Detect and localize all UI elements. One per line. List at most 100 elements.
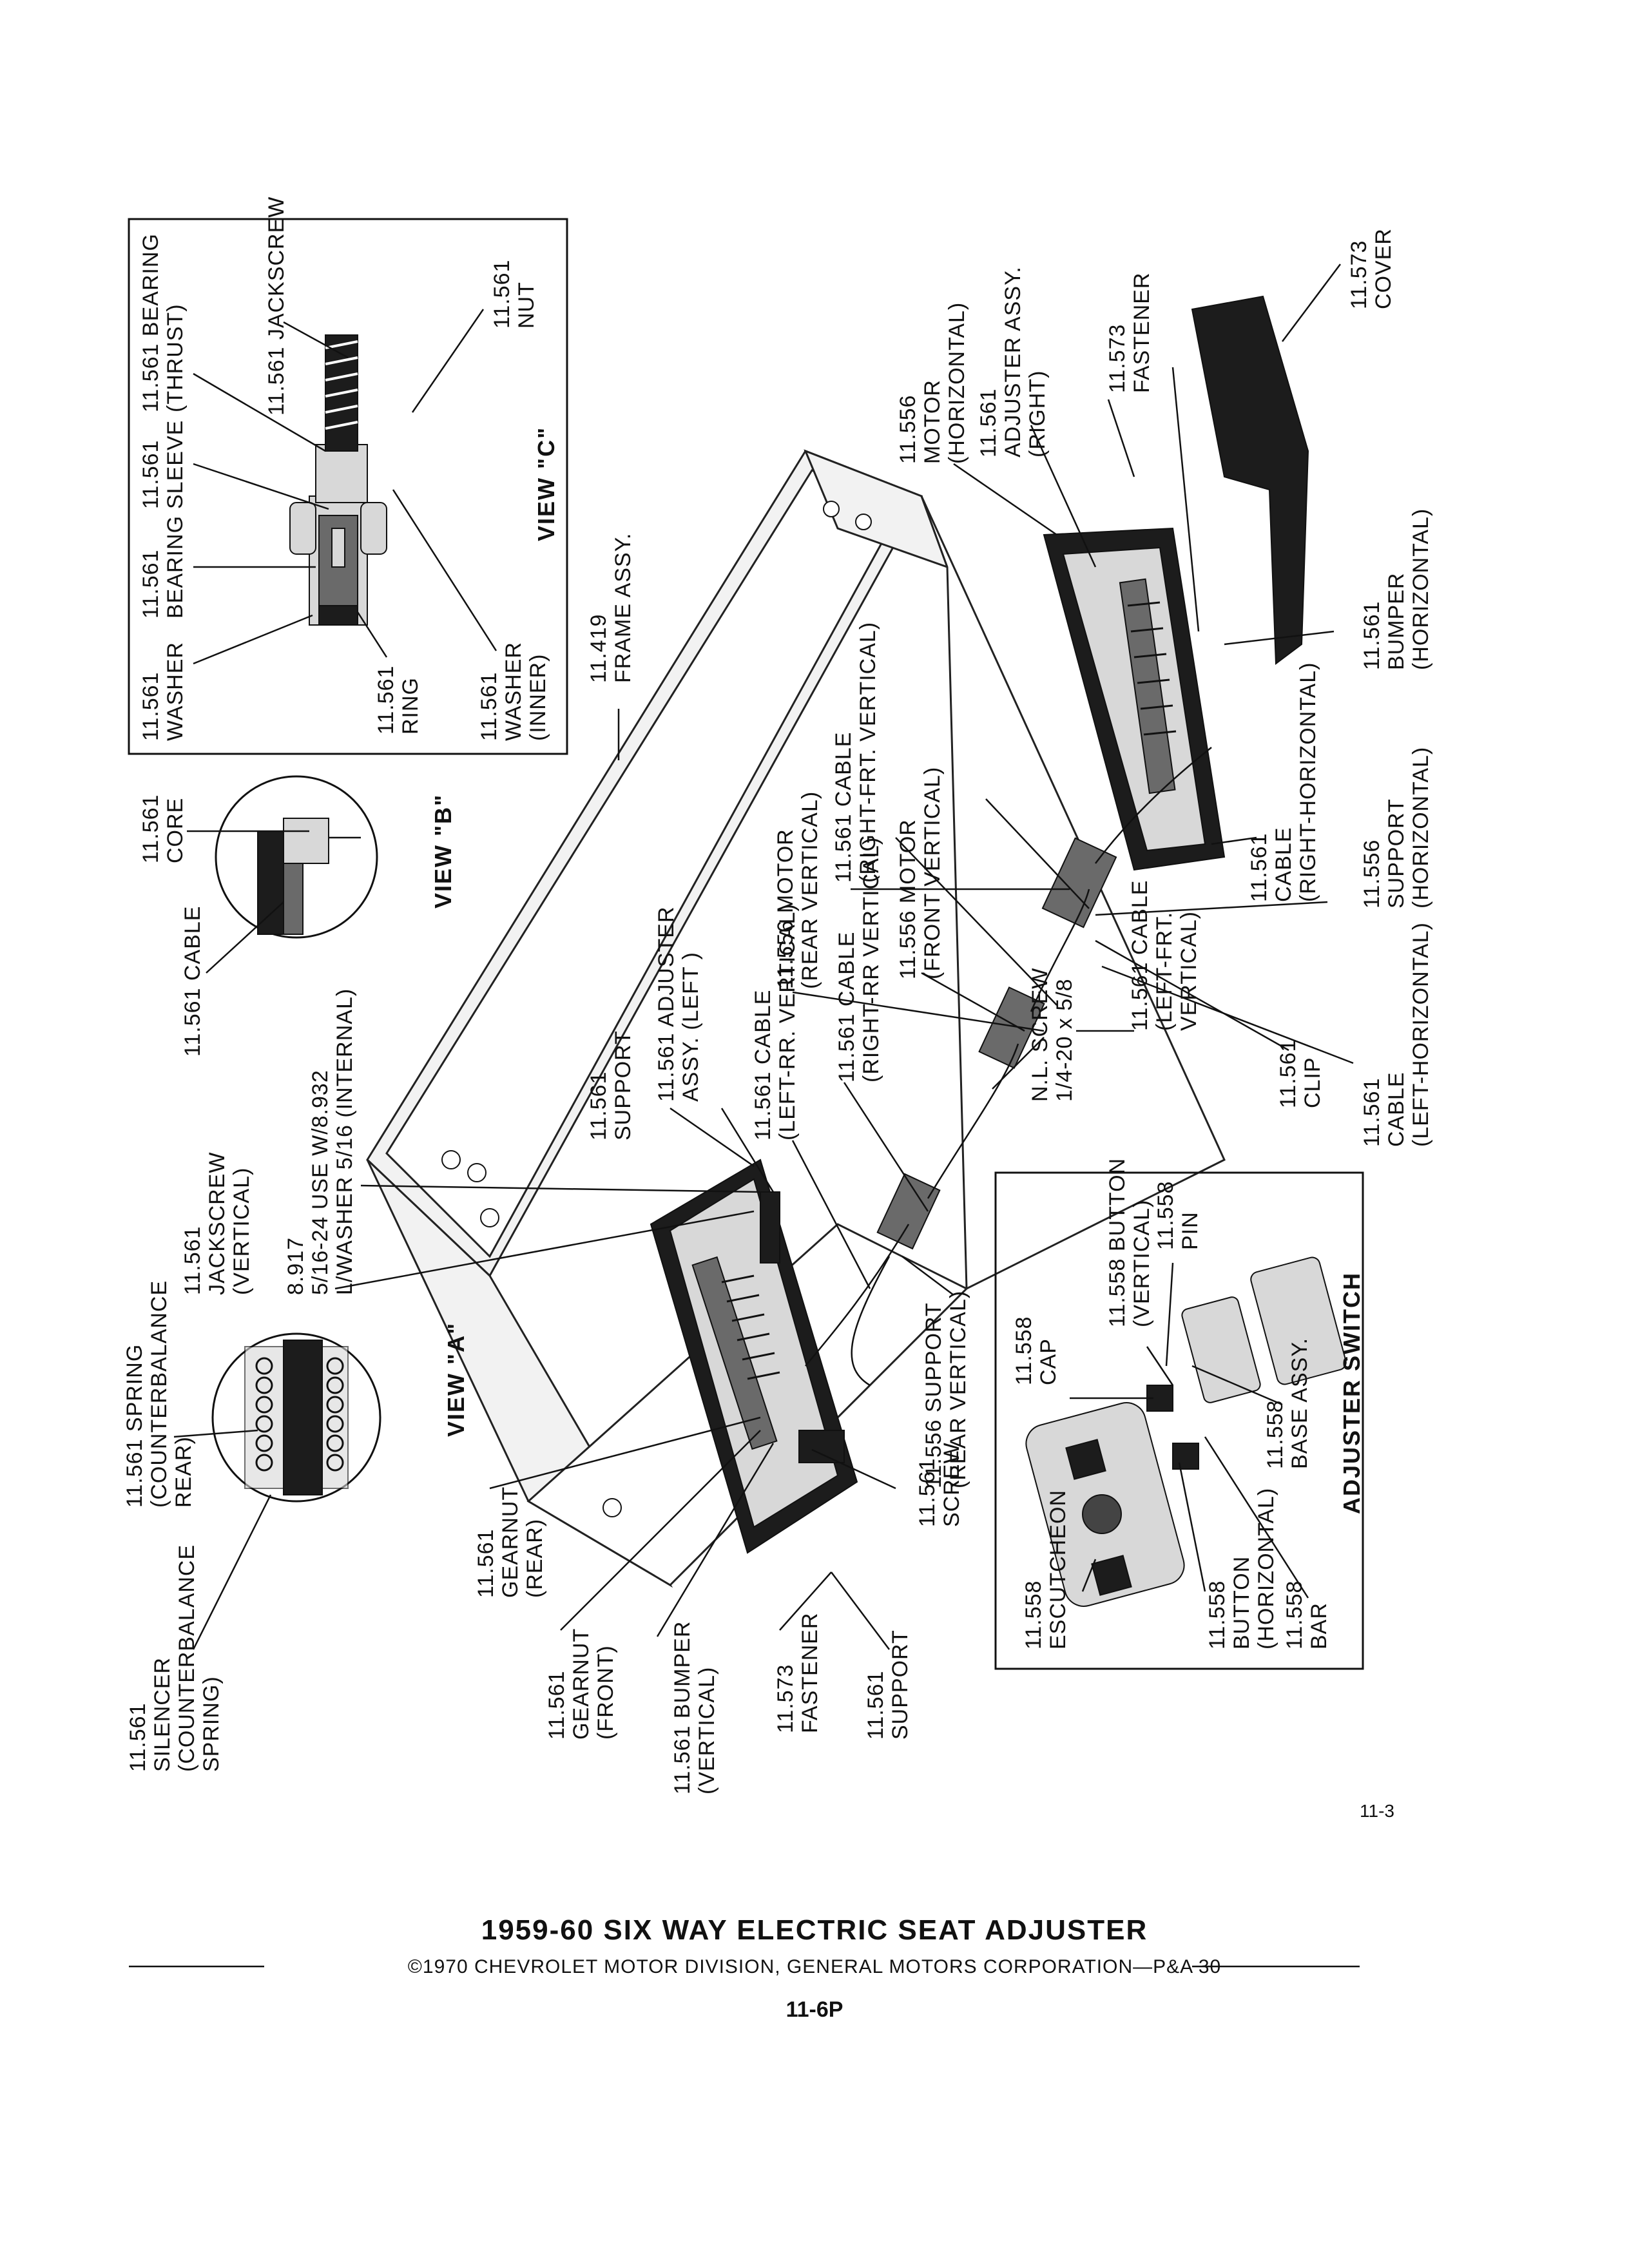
label-view-c-labels-jackscrew: 11.561 JACKSCREW [264, 197, 289, 416]
label-view-c-labels-washer-inner: 11.561WASHER(INNER) [477, 642, 550, 741]
label-line: 1/4-20 x 5/8 [1052, 978, 1077, 1102]
label-line: SLEEVE [163, 420, 188, 509]
label-main-labels-motor-rear: 11.556 MOTOR(REAR VERTICAL) [773, 791, 822, 989]
label-line: 11.561 [545, 1671, 569, 1740]
small-page-number: 11-3 [1360, 1801, 1394, 1821]
label-main-labels-cable-left-frt: 11.561 CABLE(LEFT-FRT.VERTICAL) [1128, 880, 1201, 1031]
main-leader-lines [334, 264, 1354, 1650]
label-line: 11.561 [1276, 1039, 1300, 1108]
label-line: (RIGHT-FRT. VERTICAL) [856, 622, 880, 883]
label-line: WASHER [163, 642, 188, 741]
view-b-cable-illustration [257, 818, 361, 935]
label-views-b: VIEW "B" [430, 794, 456, 908]
label-line: 11.561 [374, 666, 398, 735]
view-a-silencer-leader [192, 1494, 272, 1650]
label-line: 11.561 [915, 1458, 940, 1527]
label-line: 11.419 [586, 614, 611, 683]
label-line: (RIGHT-HORIZONTAL) [1296, 662, 1320, 902]
label-line: (HORIZONTAL) [1409, 508, 1433, 670]
label-line: 11.561 BUMPER [670, 1621, 695, 1794]
label-view-b-labels-core: 11.561CORE [139, 794, 188, 863]
label-line: NUT [514, 282, 539, 329]
label-line: 11.556 MOTOR [896, 819, 920, 979]
label-line: COVER [1371, 228, 1396, 309]
label-main-labels-bumper-vert: 11.561 BUMPER(VERTICAL) [670, 1621, 719, 1794]
label-line: 11.561 [139, 550, 163, 619]
label-main-labels-cable-right-rr: 11.561 CABLE(RIGHT-RR VERTICAL) [834, 837, 883, 1082]
label-main-labels-bumper-horiz: 11.561BUMPER(HORIZONTAL) [1360, 508, 1433, 670]
label-line: 11.561 [474, 1529, 498, 1598]
label-line: 11.561 [139, 794, 163, 863]
label-line: 11.558 [1205, 1581, 1229, 1649]
label-main-labels-adjuster-left: 11.561 ADJUSTERASSY. (LEFT ) [654, 906, 703, 1102]
label-line: SCREW [940, 1442, 964, 1527]
label-line: (INNER) [526, 654, 550, 741]
label-main-labels-motor-front: 11.556 MOTOR(FRONT VERTICAL) [896, 767, 945, 979]
label-line: 11.561 [976, 389, 1001, 457]
label-line: 11.561 CABLE [834, 932, 859, 1082]
label-line: FASTENER [1130, 273, 1154, 393]
label-line: (FRONT) [593, 1645, 618, 1740]
label-main-labels-frame: 11.419FRAME ASSY. [586, 533, 635, 683]
label-line: L/WASHER 5/16 (INTERNAL) [333, 988, 357, 1295]
label-line: CABLE [1384, 1072, 1409, 1148]
label-line: ADJUSTER ASSY. [1001, 266, 1025, 457]
label-line: CABLE [1271, 827, 1296, 903]
label-line: 11.561 CABLE [180, 906, 205, 1057]
label-line: ASSY. (LEFT ) [679, 952, 703, 1102]
label-line: (LEFT-FRT. [1152, 912, 1177, 1031]
view-c-jackscrew-illustration [289, 334, 387, 626]
switch-leader-lines [1070, 1262, 1309, 1599]
label-line: SUPPORT [1384, 798, 1409, 908]
label-main-labels-screw-use: 8.9175/16-24 USE W/8.932L/WASHER 5/16 (I… [284, 988, 357, 1295]
label-line: (HORIZONTAL) [1409, 747, 1433, 908]
adjuster-switch-parts [1025, 1256, 1347, 1607]
label-view-c-labels-ring: 11.561RING [374, 666, 423, 735]
label-line: 11.561 ADJUSTER [654, 906, 679, 1102]
label-switch-labels-cap: 11.558CAP [1012, 1316, 1061, 1385]
label-line: FASTENER [798, 1613, 822, 1733]
label-line: 11.561 [863, 1671, 888, 1740]
label-switch-labels-bar: 11.558BAR [1282, 1581, 1331, 1649]
label-line: REAR) [171, 1436, 196, 1508]
labels-layer: VIEW "C"VIEW "B"VIEW "A"11.561WASHER11.5… [122, 197, 1433, 1794]
label-line: 11.558 [1021, 1581, 1046, 1649]
right-adjuster-assembly [1043, 527, 1226, 871]
label-switch-labels-button-vert: 11.558 BUTTON(VERTICAL) [1105, 1158, 1154, 1327]
label-line: (VERTICAL) [229, 1168, 254, 1295]
label-line: 11.561 [1360, 1078, 1384, 1147]
label-line: 11.573 [773, 1664, 798, 1733]
label-line: (LEFT-RR. VERTICAL) [775, 903, 800, 1140]
label-view-c-labels-bearing-thrust: 11.561 BEARING(THRUST) [139, 233, 188, 412]
left-adjuster-assembly [650, 1158, 858, 1554]
label-line: (COUNTERBALANCE [175, 1544, 199, 1772]
label-view-a-labels-silencer: 11.561SILENCER(COUNTERBALANCESPRING) [126, 1544, 224, 1772]
label-line: (THRUST) [163, 303, 188, 412]
label-main-labels-fastener-bottom: 11.573FASTENER [773, 1613, 822, 1733]
label-main-labels-clip: 11.561CLIP [1276, 1039, 1325, 1108]
view-c-leader-lines [193, 309, 497, 665]
label-line: (RIGHT) [1025, 370, 1050, 457]
page-number: 11-6P [786, 1997, 843, 2022]
label-line: CORE [163, 798, 188, 863]
motors-and-cables [805, 747, 1212, 1387]
label-line: CAP [1036, 1338, 1061, 1385]
label-line: (VERTICAL) [1130, 1200, 1154, 1327]
label-view-b-labels-cable: 11.561 CABLE [180, 906, 205, 1057]
label-view-c-labels-washer: 11.561WASHER [139, 642, 188, 741]
label-line: PIN [1178, 1211, 1202, 1250]
label-line: GEARNUT [498, 1486, 523, 1598]
label-line: 11.561 [490, 260, 514, 329]
label-line: VIEW "C" [533, 427, 559, 541]
label-line: 11.561 JACKSCREW [264, 197, 289, 416]
label-main-labels-gearnut-front: 11.561GEARNUT(FRONT) [545, 1628, 618, 1740]
label-main-labels-cable-right-frt: 11.561 CABLE(RIGHT-FRT. VERTICAL) [831, 622, 880, 883]
view-c-inset-box [128, 218, 568, 755]
label-main-labels-fastener-top: 11.573FASTENER [1105, 273, 1154, 393]
label-switch-labels-escutcheon: 11.558ESCUTCHEON [1021, 1490, 1070, 1649]
label-line: SILENCER [150, 1657, 175, 1772]
label-view-c-labels-bearing: 11.561BEARING [139, 515, 188, 619]
label-main-labels-cable-right-horiz: 11.561CABLE(RIGHT-HORIZONTAL) [1247, 662, 1320, 902]
